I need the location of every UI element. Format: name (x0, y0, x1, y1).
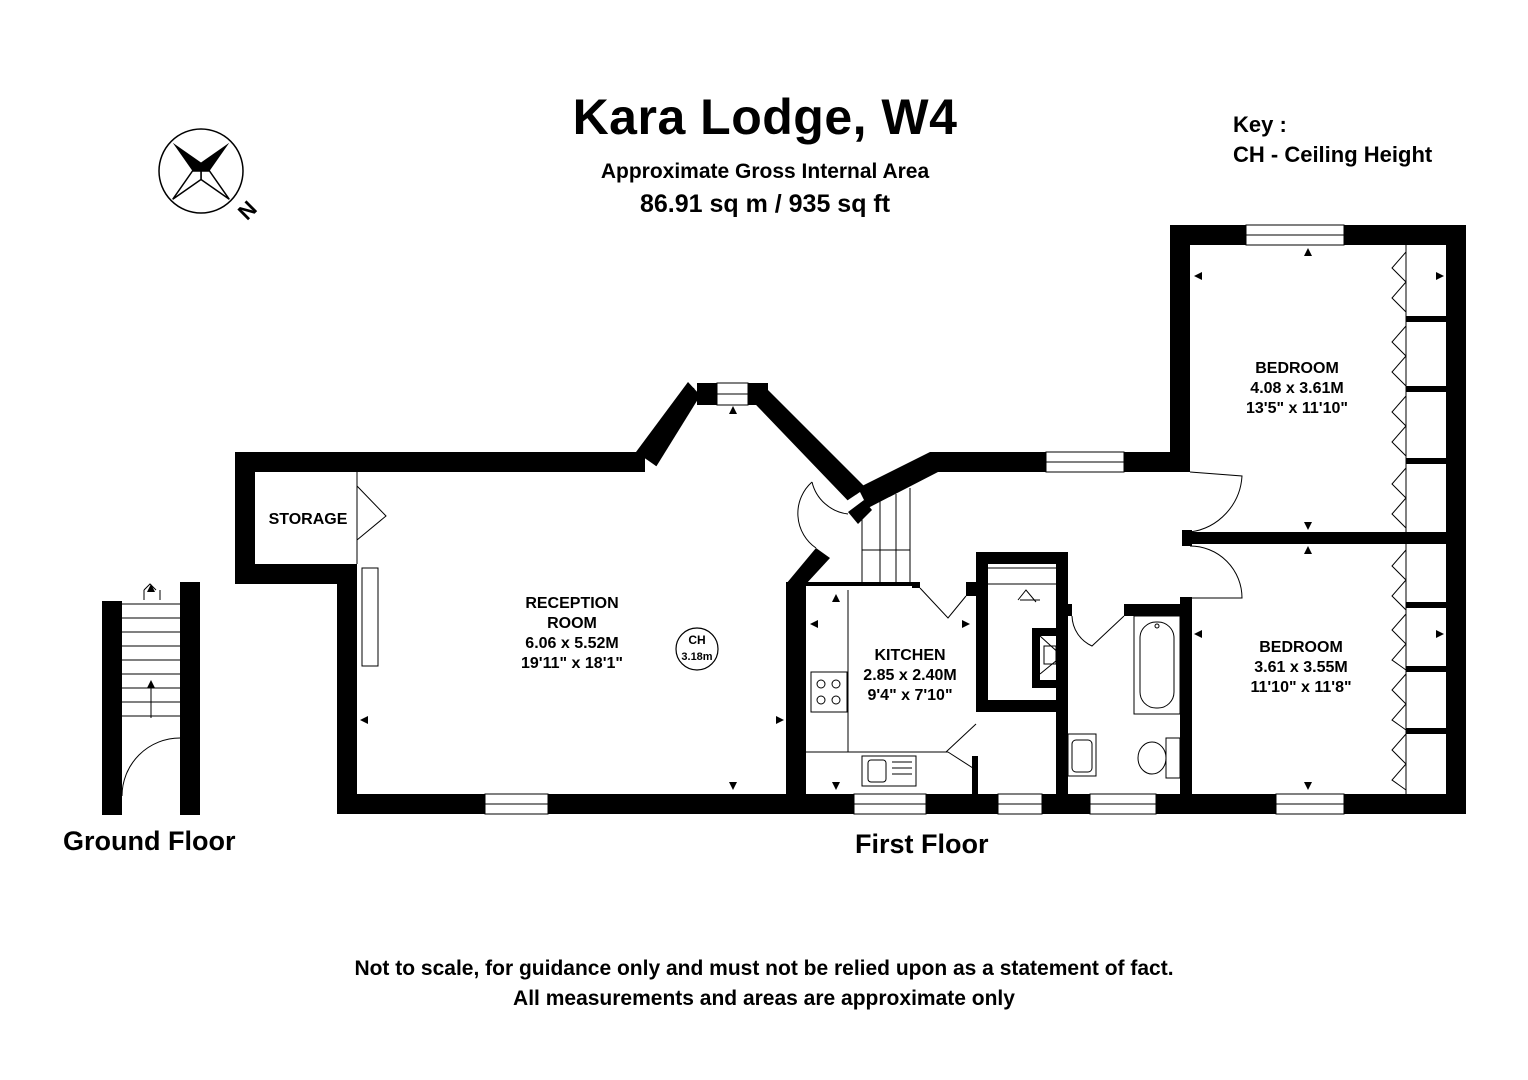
first-floor-walls (235, 225, 1466, 814)
ceiling-height-value: 3.18m (681, 651, 712, 663)
reception-name-line2: ROOM (547, 615, 597, 632)
bedroom2-name: BEDROOM (1259, 639, 1343, 656)
storage-label: STORAGE (269, 511, 348, 528)
ground-floor-label: Ground Floor (63, 826, 236, 856)
room-labels: STORAGE RECEPTION ROOM 6.06 x 5.52M 19'1… (269, 360, 1352, 704)
reception-metric: 6.06 x 5.52M (525, 635, 618, 652)
key-legend: Key : CH - Ceiling Height (1233, 110, 1432, 170)
bedroom2-metric: 3.61 x 3.55M (1254, 659, 1347, 676)
area-label: Approximate Gross Internal Area (600, 160, 930, 183)
key-heading: Key : (1233, 112, 1287, 137)
bedroom2-imperial: 11'10" x 11'8" (1250, 679, 1351, 696)
plan-title: Kara Lodge, W4 (572, 89, 958, 145)
reception-name-line1: RECEPTION (525, 595, 618, 612)
reception-imperial: 19'11" x 18'1" (521, 655, 623, 672)
wardrobe-dividers (1406, 316, 1446, 734)
compass-icon: N (158, 128, 262, 225)
kitchen-imperial: 9'4" x 7'10" (867, 687, 952, 704)
key-entry: CH - Ceiling Height (1233, 142, 1433, 167)
ground-floor-plan (102, 582, 200, 815)
area-value: 86.91 sq m / 935 sq ft (639, 190, 891, 218)
bedroom1-name: BEDROOM (1255, 360, 1339, 377)
measurement-markers (360, 248, 1444, 790)
compass-label: N (233, 196, 262, 225)
disclaimer-line1: Not to scale, for guidance only and must… (354, 957, 1174, 980)
first-floor-details (356, 224, 1407, 815)
first-floor-label: First Floor (855, 829, 989, 859)
kitchen-name: KITCHEN (874, 647, 945, 664)
disclaimer-line2: All measurements and areas are approxima… (513, 987, 1015, 1010)
bedroom1-imperial: 13'5" x 11'10" (1246, 400, 1348, 417)
kitchen-metric: 2.85 x 2.40M (863, 667, 956, 684)
bedroom1-metric: 4.08 x 3.61M (1250, 380, 1343, 397)
ceiling-height-label: CH (688, 633, 705, 647)
